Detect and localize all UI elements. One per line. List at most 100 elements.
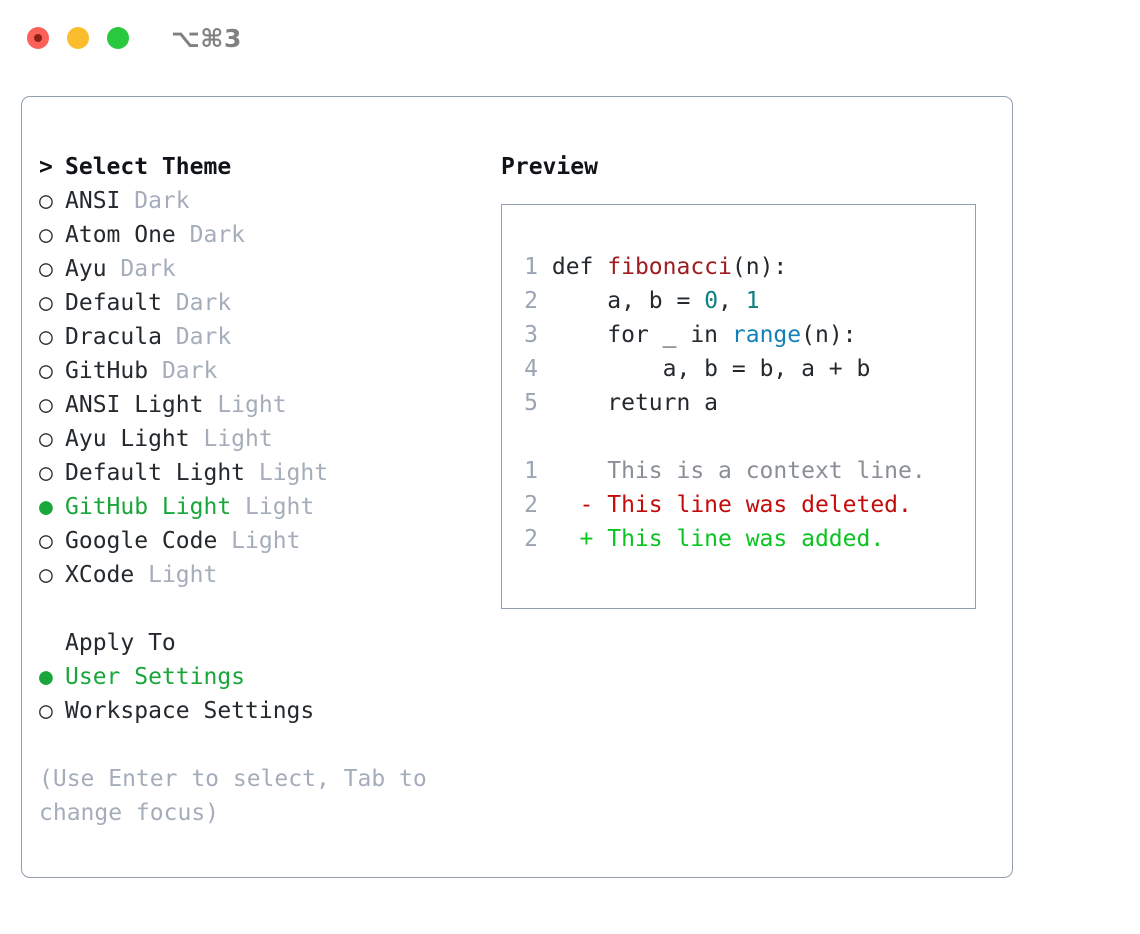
theme-list-item[interactable]: ○ Ayu Dark — [39, 252, 469, 286]
radio-unselected-icon[interactable]: ○ — [39, 256, 67, 282]
theme-list-item[interactable]: ○ XCode Light — [39, 558, 469, 592]
diff-sample: 1 This is a context line.2 - This line w… — [502, 454, 975, 556]
theme-category: Light — [245, 460, 329, 486]
keyboard-shortcut-label: ⌥⌘3 — [171, 23, 242, 53]
apply-to-label: User Settings — [65, 664, 246, 690]
code-token: (n): — [731, 254, 788, 280]
code-line: 4 a, b = b, a + b — [502, 352, 975, 386]
theme-list-item[interactable]: ○ Default Dark — [39, 286, 469, 320]
theme-category: Dark — [148, 358, 218, 384]
line-number: 4 — [524, 356, 538, 382]
diff-line-number: 1 — [524, 458, 538, 484]
diff-line-text: - This line was deleted. — [538, 492, 912, 518]
theme-list-item[interactable]: ○ Default Light Light — [39, 456, 469, 490]
theme-category: Light — [203, 392, 287, 418]
theme-list-item[interactable]: ○ Atom One Dark — [39, 218, 469, 252]
radio-unselected-icon[interactable]: ○ — [39, 222, 67, 248]
theme-name: Google Code — [65, 528, 218, 554]
line-number-gap — [538, 322, 552, 348]
diff-line: 1 This is a context line. — [502, 454, 975, 488]
theme-name: ANSI Light — [65, 392, 204, 418]
diff-line: 2 + This line was added. — [502, 522, 975, 556]
heading-caret-icon: > — [39, 154, 67, 180]
diff-line-number: 2 — [524, 492, 538, 518]
code-token: return a — [551, 390, 719, 416]
radio-unselected-icon[interactable]: ○ — [39, 188, 67, 214]
theme-list-item[interactable]: ○ ANSI Dark — [39, 184, 469, 218]
diff-line-text: This is a context line. — [538, 458, 926, 484]
code-token: a, b = b, a + b — [551, 356, 871, 382]
preview-heading: Preview — [501, 154, 598, 180]
main-panel: > Select Theme ○ ANSI Dark○ Atom One Dar… — [21, 96, 1013, 878]
minimize-button[interactable] — [67, 27, 89, 49]
line-number: 3 — [524, 322, 538, 348]
line-number: 1 — [524, 254, 538, 280]
radio-unselected-icon[interactable]: ○ — [39, 698, 67, 724]
code-token: a, b = — [551, 288, 705, 314]
theme-category: Light — [217, 528, 301, 554]
radio-unselected-icon[interactable]: ○ — [39, 528, 67, 554]
code-diff-spacer — [502, 420, 975, 454]
diff-line-number: 2 — [524, 526, 538, 552]
code-token: def — [551, 254, 608, 280]
line-number-gap — [538, 254, 552, 280]
radio-unselected-icon[interactable]: ○ — [39, 324, 67, 350]
theme-category: Dark — [106, 256, 176, 282]
apply-to-item[interactable]: ○ Workspace Settings — [39, 694, 469, 728]
theme-list-item[interactable]: ○ Google Code Light — [39, 524, 469, 558]
theme-category: Light — [189, 426, 273, 452]
theme-selection-column: > Select Theme ○ ANSI Dark○ Atom One Dar… — [39, 150, 469, 830]
theme-name: Atom One — [65, 222, 176, 248]
theme-name: Ayu — [65, 256, 107, 282]
apply-to-item[interactable]: ● User Settings — [39, 660, 469, 694]
radio-selected-icon[interactable]: ● — [39, 494, 67, 520]
code-token: fibonacci — [607, 254, 732, 280]
radio-unselected-icon[interactable]: ○ — [39, 426, 67, 452]
line-number-gap — [538, 288, 552, 314]
theme-list-item[interactable]: ○ Ayu Light Light — [39, 422, 469, 456]
diff-line: 2 - This line was deleted. — [502, 488, 975, 522]
theme-list[interactable]: ○ ANSI Dark○ Atom One Dark○ Ayu Dark○ De… — [39, 184, 469, 592]
theme-list-item[interactable]: ○ ANSI Light Light — [39, 388, 469, 422]
line-number-gap — [538, 390, 552, 416]
help-text: (Use Enter to select, Tab to change focu… — [39, 766, 441, 826]
radio-unselected-icon[interactable]: ○ — [39, 290, 67, 316]
apply-to-heading: Apply To — [39, 626, 469, 660]
radio-unselected-icon[interactable]: ○ — [39, 392, 67, 418]
theme-list-item[interactable]: ○ Dracula Dark — [39, 320, 469, 354]
theme-category: Dark — [161, 324, 232, 350]
preview-column: Preview 1 def fibonacci(n):2 a, b = 0, 1… — [501, 150, 991, 609]
diff-line-text: + This line was added. — [538, 526, 885, 552]
theme-list-item[interactable]: ● GitHub Light Light — [39, 490, 469, 524]
theme-name: ANSI — [65, 188, 121, 214]
theme-picker-heading-label: Select Theme — [65, 154, 232, 180]
radio-selected-icon[interactable]: ● — [39, 664, 67, 690]
code-token: range — [731, 322, 802, 348]
theme-name: Default Light — [65, 460, 246, 486]
theme-category: Light — [231, 494, 315, 520]
theme-picker-heading: > Select Theme — [39, 150, 469, 184]
radio-unselected-icon[interactable]: ○ — [39, 460, 67, 486]
theme-name: GitHub — [65, 358, 149, 384]
theme-category: Dark — [161, 290, 232, 316]
zoom-button[interactable] — [107, 27, 129, 49]
theme-category: Light — [134, 562, 218, 588]
theme-list-item[interactable]: ○ GitHub Dark — [39, 354, 469, 388]
code-line: 2 a, b = 0, 1 — [502, 284, 975, 318]
apply-to-list[interactable]: ● User Settings○ Workspace Settings — [39, 660, 469, 728]
theme-category: Dark — [120, 188, 190, 214]
radio-unselected-icon[interactable]: ○ — [39, 562, 67, 588]
code-token: , — [718, 288, 746, 314]
line-number: 2 — [524, 288, 538, 314]
radio-unselected-icon[interactable]: ○ — [39, 358, 67, 384]
line-number-gap — [538, 356, 552, 382]
theme-name: Ayu Light — [65, 426, 190, 452]
title-bar: ⌥⌘3 — [0, 0, 1140, 76]
code-token: 0 — [704, 288, 719, 314]
theme-name: Dracula — [65, 324, 162, 350]
close-button[interactable] — [27, 27, 49, 49]
code-token: (n): — [801, 322, 857, 348]
